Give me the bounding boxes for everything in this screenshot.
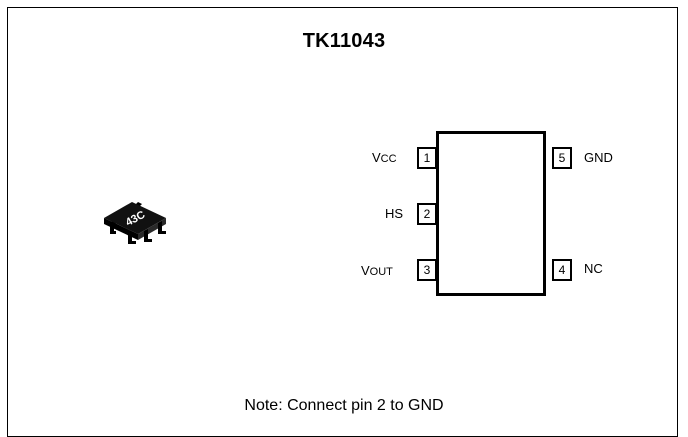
- pin-1-name: V: [372, 150, 381, 165]
- package-body: [104, 202, 166, 234]
- pin-4-box: 4: [552, 259, 572, 281]
- pin-5-number: 5: [558, 151, 566, 165]
- package-lead: [144, 229, 152, 242]
- pin-3-subscript: OUT: [369, 266, 393, 278]
- pin-5-name: GND: [584, 150, 613, 165]
- pin-1-subscript: CC: [380, 153, 397, 165]
- pin-4-number: 4: [558, 263, 566, 277]
- pin-2-name: HS: [385, 206, 404, 221]
- pin-3-box: 3: [417, 259, 437, 281]
- pin-2-label: HS: [385, 206, 403, 221]
- package-lead: [158, 221, 166, 234]
- pin-3-name: V: [361, 263, 370, 278]
- package-illustration: 43C: [104, 202, 166, 244]
- pin-5-box: 5: [552, 147, 572, 169]
- pin-1-box: 1: [417, 147, 437, 169]
- pin-3-label: VOUT: [361, 263, 393, 278]
- connection-note: Note: Connect pin 2 to GND: [244, 397, 444, 414]
- pin-5-label: GND: [584, 150, 613, 165]
- pin-2-number: 2: [423, 207, 431, 221]
- package-lead: [128, 232, 136, 244]
- pin-4-label: NC: [584, 261, 603, 276]
- pin-3-number: 3: [423, 263, 431, 277]
- package-lead: [110, 224, 116, 234]
- part-title: TK11043: [302, 30, 386, 52]
- ic-body: [436, 131, 546, 296]
- pin-1-label: VCC: [372, 150, 397, 165]
- pin-4-name: NC: [584, 261, 603, 276]
- pin-1-number: 1: [423, 151, 431, 165]
- pin-2-box: 2: [417, 203, 437, 225]
